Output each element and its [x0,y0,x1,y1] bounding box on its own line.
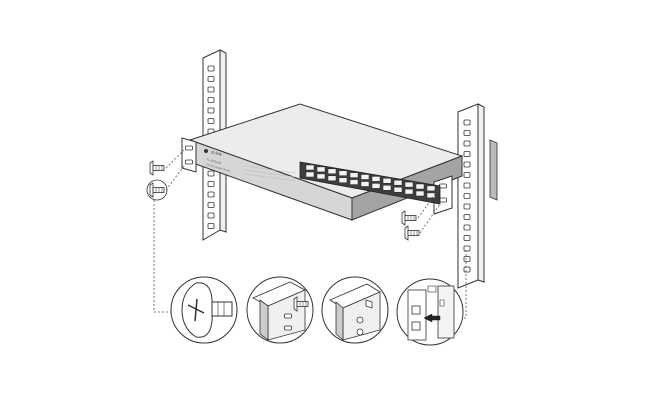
rail-hole [463,214,471,220]
ethernet-port [415,190,425,197]
rail-hole [463,182,471,189]
brand-label: tp-link [211,149,223,157]
ethernet-port [349,179,359,185]
model-label: TL-SG1024 [206,157,222,165]
ethernet-port [327,175,337,182]
ethernet-port [349,172,359,178]
screw-icon [401,210,417,226]
detail-bracket-alignment [246,276,314,344]
subtitle-label: 24-Port Gigabit Switch [206,163,231,173]
ethernet-port [360,174,370,180]
network-switch: tp-link TL-SG1024 24-Port Gigabit Switch [181,103,464,221]
ethernet-port [393,186,403,193]
screw-icon [149,160,165,176]
detail-screw-closeup [170,276,238,344]
rail-hole [207,181,215,187]
rail-hole [463,256,471,262]
rail-hole [463,130,471,136]
ethernet-port [316,166,326,173]
right-screws [401,189,441,241]
right-rail-holes [463,119,471,273]
ethernet-ports [305,164,436,199]
left-screws [146,149,185,201]
ethernet-port [327,168,337,175]
rail-hole [463,151,471,157]
rail-hole [207,118,215,124]
rail-hole [463,193,471,199]
left-mounting-bracket [181,137,197,173]
rail-hole [463,161,471,168]
rail-hole [207,223,215,229]
rail-hole [463,140,471,147]
left-rail-holes [207,65,215,229]
rail-hole [207,97,215,103]
ethernet-port [371,176,381,182]
ethernet-port [404,188,414,195]
detail-rail-insert [396,278,464,346]
screw-icon [404,225,420,241]
ethernet-port [393,179,403,186]
detail-screw-fastened [321,276,389,344]
ethernet-port [426,192,436,199]
ethernet-port [360,181,370,187]
rail-hole [463,245,471,252]
ethernet-port [316,173,326,180]
insert-arrow-icon [423,313,441,323]
rail-hole [207,170,215,177]
rail-hole [463,224,471,231]
ethernet-port [382,178,392,184]
ethernet-port [305,171,315,178]
rail-hole [463,203,471,210]
rail-hole [207,86,215,93]
rail-hole [207,212,215,219]
screw-head-icon [365,299,373,309]
ethernet-port [404,181,414,188]
rail-hole [207,65,215,72]
ethernet-port [426,185,436,192]
rail-hole [463,266,471,273]
ethernet-port [305,164,315,171]
ethernet-port [338,170,348,176]
front-panel-grid [244,165,296,182]
ethernet-port [371,183,381,189]
brand-logo-icon [204,149,208,153]
rail-hole [463,235,471,241]
rail-hole [207,76,215,82]
ethernet-port [338,177,348,183]
rail-hole [463,172,471,178]
rail-hole [207,107,215,114]
ethernet-port [415,183,425,190]
right-rack-rail [457,103,498,289]
rail-hole [463,119,471,126]
rail-hole [207,202,215,208]
ethernet-port [382,185,392,191]
rail-hole [207,191,215,198]
